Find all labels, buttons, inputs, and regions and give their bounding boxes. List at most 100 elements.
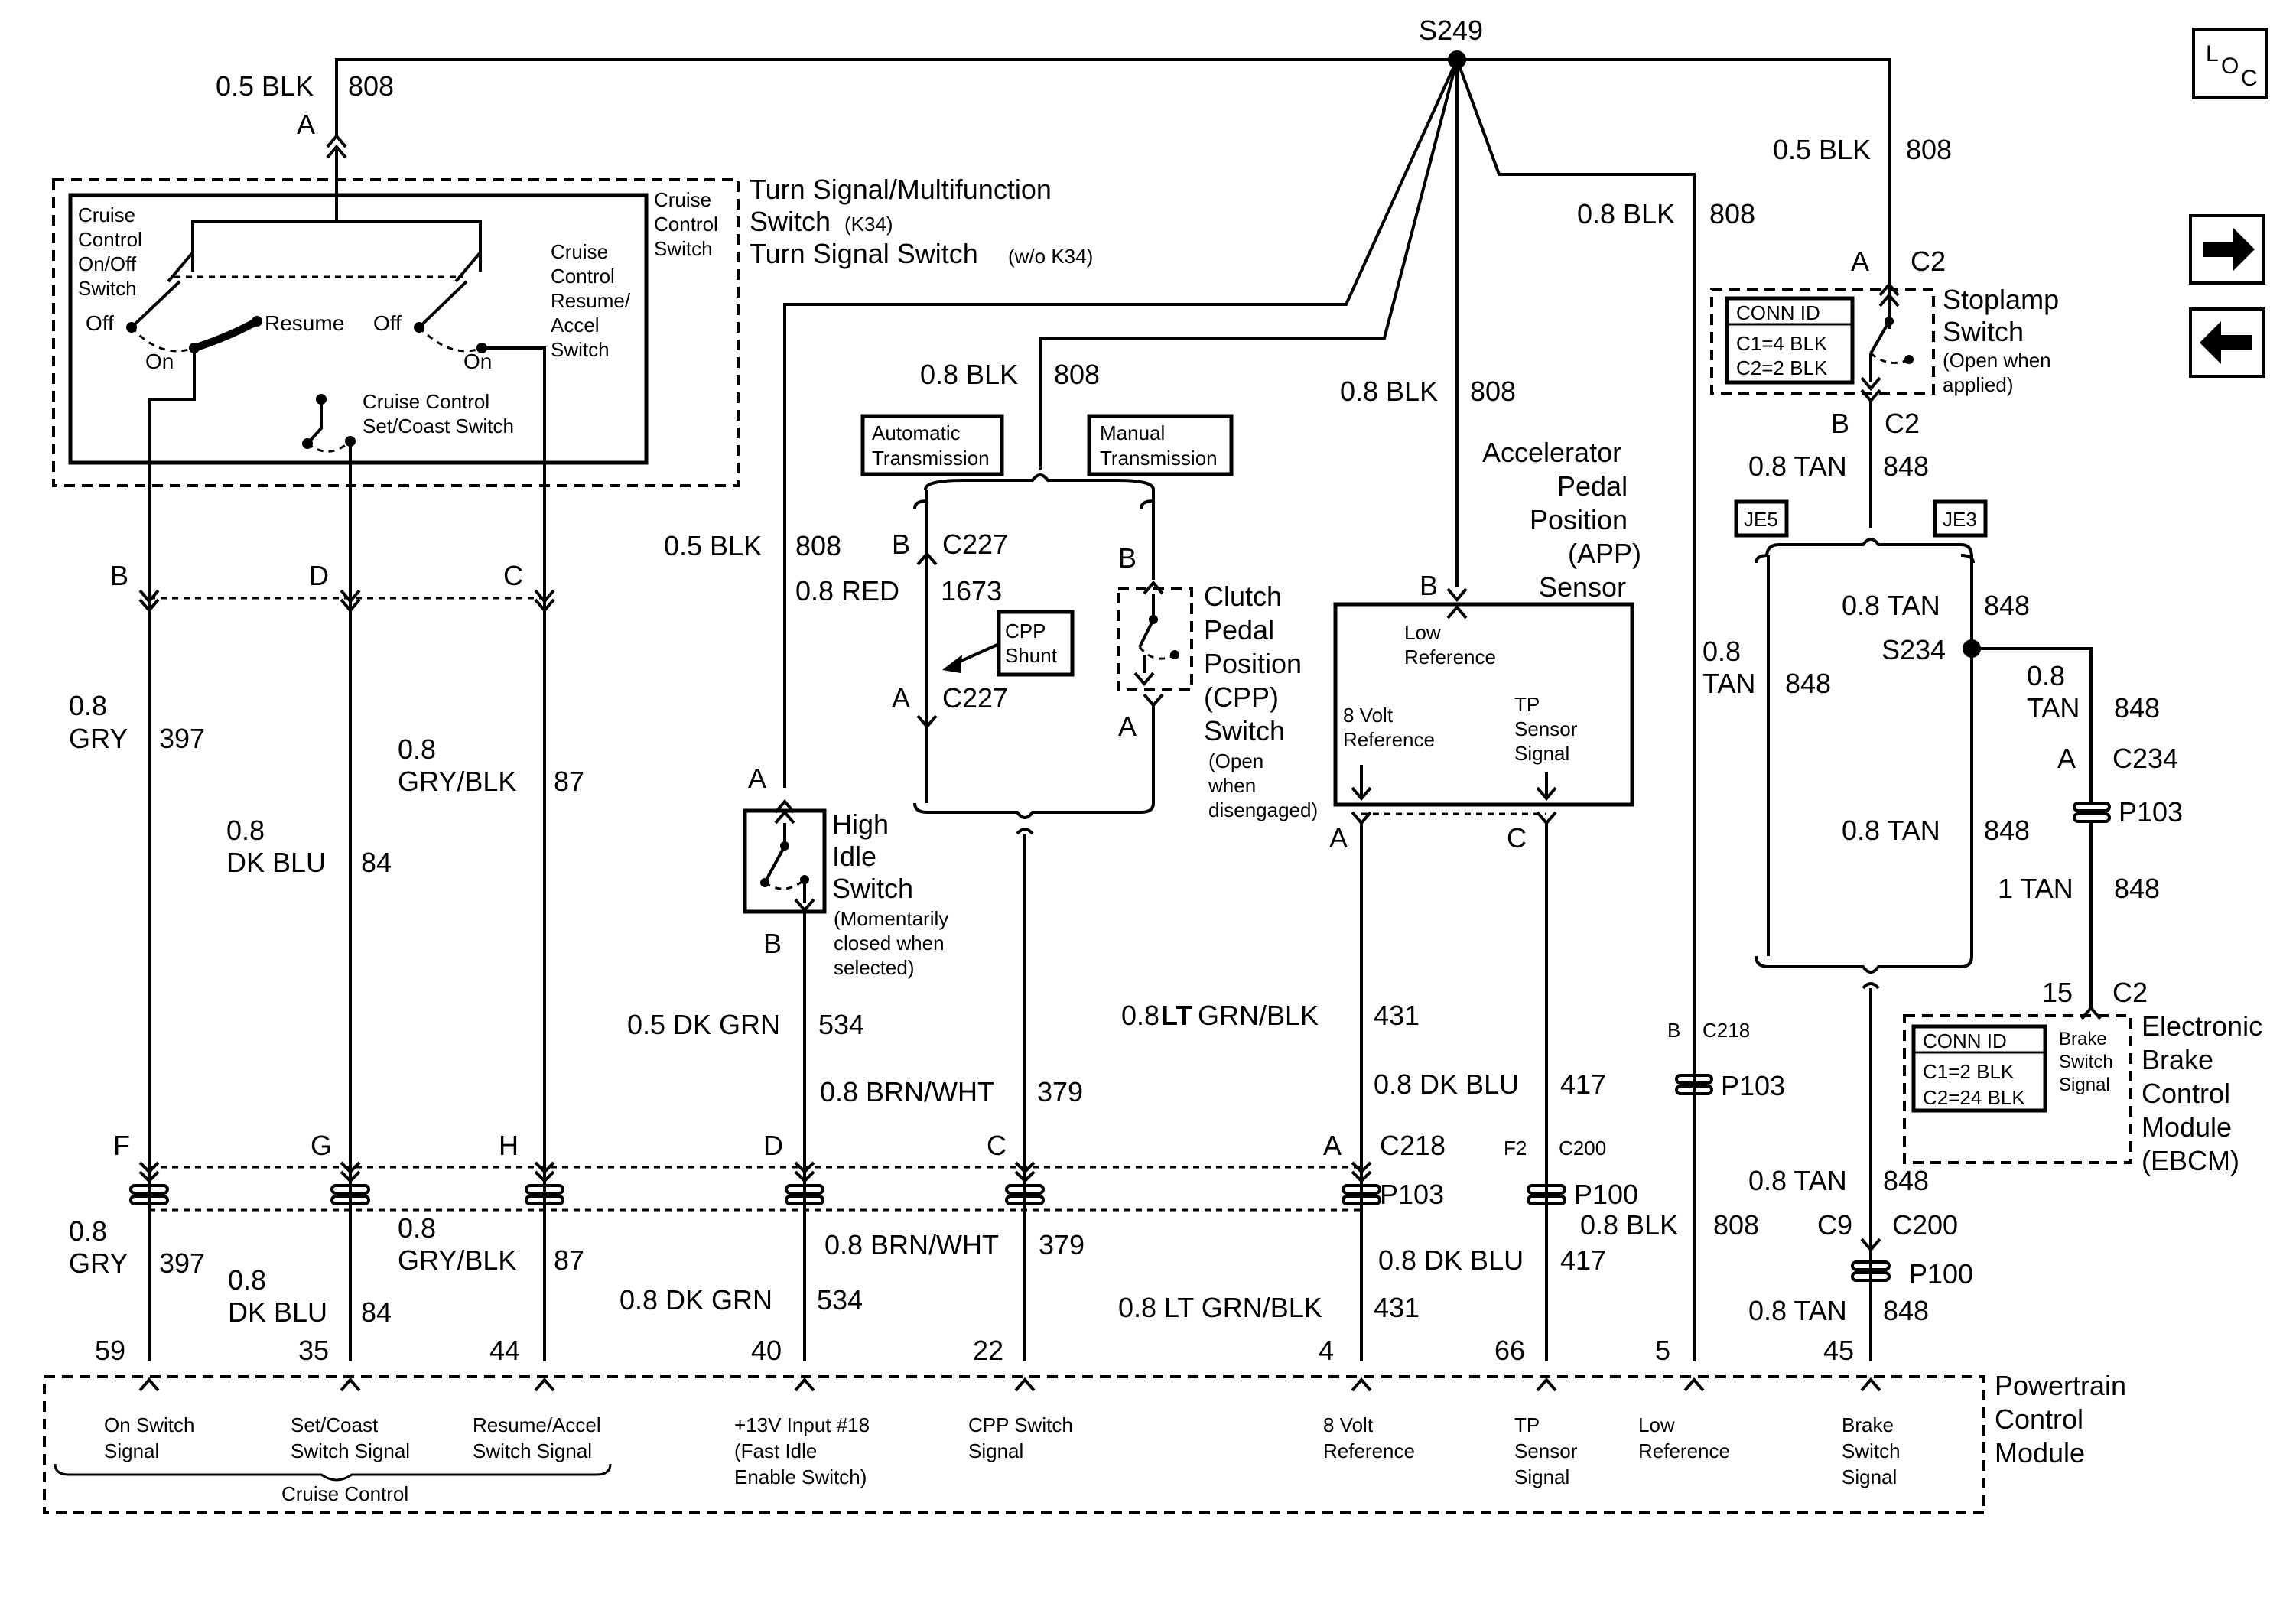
pcm-pin-number: 22	[973, 1335, 1003, 1366]
loc-letter-c: C	[2241, 66, 2258, 91]
app-sensor: Accelerator Pedal Position (APP) Sensor …	[1121, 437, 1641, 1361]
pcm-title-2: Control	[1995, 1403, 2083, 1435]
loc-frame[interactable]	[2192, 28, 2268, 99]
high-idle-travel	[764, 878, 805, 890]
wire-size-high-idle: 0.5 BLK	[664, 530, 762, 561]
stoplamp-a-pin: A	[1851, 246, 1869, 277]
stoplamp-title-1: Stoplamp	[1943, 284, 2059, 315]
ra-label-2: Control	[551, 265, 615, 288]
wire-1673-size: 0.8 RED	[795, 575, 899, 607]
wire-87-size-b1: 0.8	[398, 1212, 436, 1244]
c227-b-label: C227	[942, 529, 1008, 560]
conn-b-arrow	[138, 589, 160, 613]
wire-size-trans: 0.8 BLK	[920, 359, 1018, 390]
c200-f2-pin: F2	[1504, 1137, 1527, 1160]
ebcm-c2-label: C2	[2112, 977, 2148, 1008]
wire-848-circuit-c: 848	[1984, 590, 2030, 621]
wire-848-size-h: 0.8 TAN	[1748, 1295, 1847, 1326]
pcm-lowref-2: Reference	[1638, 1439, 1730, 1462]
cruise-switch-label-2: Control	[654, 213, 718, 236]
app-title-5: Sensor	[1539, 571, 1626, 603]
ebcm-conn-c2: C2=24 BLK	[1923, 1086, 2025, 1109]
c218-a-pin: A	[1323, 1130, 1342, 1161]
c218-b-pin: B	[1667, 1019, 1680, 1042]
wire-circuit-stoplamp: 808	[1906, 134, 1952, 165]
auto-trans-box	[860, 414, 1004, 476]
stoplamp-switch: A C2 CONN ID C1=4 BLK C2=2 BLK Stoplamp …	[1702, 246, 2183, 1361]
cpp-title-5: Switch	[1204, 715, 1285, 746]
p103-ebcm-label: P103	[2119, 796, 2183, 828]
app-a-pin: A	[1329, 822, 1348, 854]
turn-signal-title-3-note: (w/o K34)	[1008, 245, 1093, 268]
pcm-v13-1: +13V Input #18	[734, 1413, 870, 1436]
pcm-outline	[43, 1375, 1985, 1514]
c234-label: C234	[2112, 743, 2178, 774]
p103-terminal	[1342, 1195, 1381, 1205]
c218-arrow-2	[340, 1170, 361, 1183]
onoff-label-2: Control	[78, 228, 142, 251]
lower-wire-labels: 0.8 GRY 397 0.8 DK BLU 84 0.8 GRY/BLK 87…	[69, 1165, 1973, 1328]
c218-d-pin: D	[763, 1130, 783, 1161]
ebcm-pin-arrow	[2080, 1005, 2102, 1020]
pcm-ra-1: Resume/Accel	[473, 1413, 601, 1436]
stoplamp-c2-label: C2	[1911, 246, 1946, 277]
ra-blade	[454, 251, 482, 283]
inline-terminals	[129, 1161, 1891, 1282]
wire-84-size-1: 0.8	[226, 815, 265, 846]
high-idle-title-1: High	[832, 808, 889, 840]
stoplamp-b-arrow-int	[1860, 376, 1881, 392]
wire-87-circuit: 87	[554, 766, 584, 797]
pcm-low-ref-path: B C218 P103	[1667, 1019, 1785, 1101]
wire-848-circuit-e: 848	[1984, 815, 2030, 846]
internal-feed	[191, 220, 482, 272]
turn-signal-outline	[52, 178, 740, 487]
wire-431-size-b: LT	[1161, 1000, 1192, 1031]
p103-terminal	[1527, 1195, 1566, 1205]
ra-label-4: Accel	[551, 314, 600, 337]
wire-848-size-g: 0.8 TAN	[1748, 1165, 1847, 1196]
ra-travel	[418, 326, 483, 353]
app-8v-label-2: Reference	[1343, 728, 1435, 751]
setcoast-label-2: Set/Coast Switch	[363, 415, 514, 437]
left-arrow-icon	[2200, 321, 2252, 364]
p103-terminal	[330, 1184, 370, 1195]
wire-84-size-2: DK BLU	[226, 847, 326, 878]
c218-b-label: C218	[1702, 1019, 1750, 1042]
wire-397-size-b2: GRY	[69, 1247, 128, 1279]
p103-terminal	[785, 1195, 824, 1205]
wire-379-size-b: 0.8 BRN/WHT	[824, 1229, 999, 1260]
pcm-pin-number: 35	[298, 1335, 329, 1366]
wire-379-circuit-b: 379	[1039, 1229, 1085, 1260]
cpp-b-pin: B	[1118, 542, 1137, 574]
pcm-v13-3: Enable Switch)	[734, 1465, 867, 1488]
c218-arrow-2	[534, 1170, 555, 1183]
pcm-pin-number: 4	[1319, 1335, 1334, 1366]
ground-bus: S249 0.5 BLK 808 A 0.5 BLK 808 0.8 BLK 8…	[216, 15, 1952, 1361]
high-idle-note-1: (Momentarily	[834, 907, 948, 930]
wire-397-size-b1: 0.8	[69, 1215, 107, 1247]
cpp-blade	[1138, 619, 1155, 648]
p103-terminal	[525, 1184, 564, 1195]
cruise-wires: B D C 0.8 GRY 397 0.8 DK BLU 84 0.8 GRY/…	[69, 560, 584, 1361]
on-label-right: On	[463, 350, 492, 373]
wire-848-size-e: 0.8 TAN	[1842, 815, 1940, 846]
c234-a-pin: A	[2057, 743, 2076, 774]
turn-signal-title-2-note: (K34)	[844, 213, 893, 236]
loc-button[interactable]: L O C	[2192, 28, 2268, 99]
setcoast-pivot	[316, 394, 327, 405]
cpp-note-1: (Open	[1208, 750, 1263, 772]
ebcm-title-2: Brake	[2142, 1044, 2213, 1075]
resume-label: Resume	[265, 311, 344, 335]
wire-431-size-a: 0.8	[1121, 1000, 1159, 1031]
p103-terminal	[129, 1195, 169, 1205]
prev-page-button[interactable]	[2189, 307, 2265, 378]
app-sensor-box	[1333, 602, 1634, 807]
wire-431-circuit-b: 431	[1374, 1292, 1420, 1323]
next-page-button[interactable]	[2189, 214, 2265, 285]
pcm-pin-number: 45	[1823, 1335, 1854, 1366]
cruise-switch-label-1: Cruise	[654, 188, 711, 211]
app-b-pin: B	[1420, 570, 1438, 601]
pcm-pin-arrow	[340, 1377, 361, 1392]
app-title-4: (APP)	[1568, 538, 1641, 569]
ra-label-1: Cruise	[551, 240, 608, 263]
